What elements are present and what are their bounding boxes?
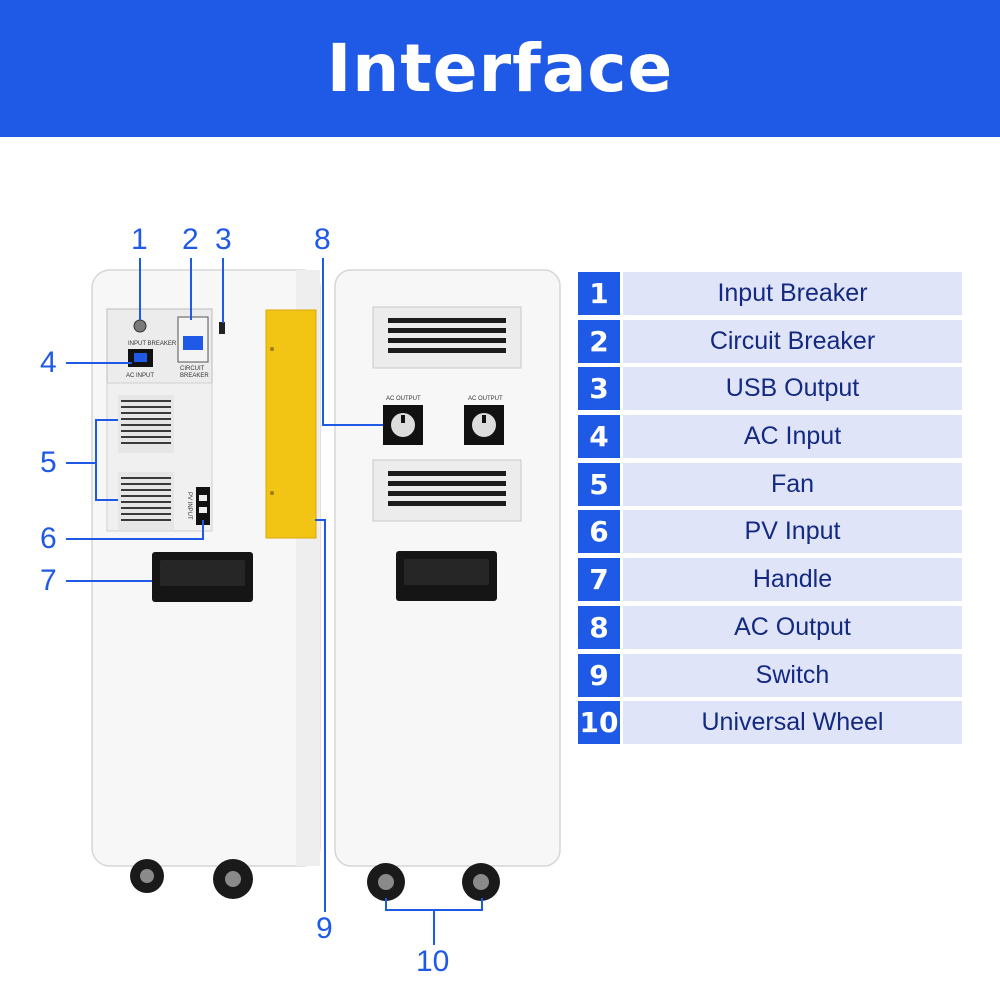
callout-2: 2 (182, 223, 199, 256)
callout-7: 7 (40, 564, 57, 597)
legend-label: AC Input (623, 415, 962, 459)
fan-grille-bottom-icon (118, 472, 174, 530)
pv-input-port-icon[interactable] (196, 487, 210, 525)
legend-number: 6 (578, 510, 620, 554)
legend-number: 7 (578, 558, 620, 602)
legend-number: 9 (578, 653, 620, 697)
callout-8: 8 (314, 223, 331, 256)
callout-4: 4 (40, 346, 57, 379)
legend-label: Input Breaker (623, 272, 962, 315)
legend-label: Handle (623, 558, 962, 602)
input-breaker-knob-icon[interactable] (133, 319, 147, 333)
legend-label: Circuit Breaker (623, 319, 962, 363)
bottom-vent (372, 459, 522, 522)
legend-label: AC Output (623, 605, 962, 649)
right-unit: AC OUTPUT AC OUTPUT (334, 269, 561, 901)
legend-number: 1 (578, 272, 620, 315)
right-wheel-2-icon (462, 863, 500, 901)
legend-row: 5 Fan (578, 462, 962, 506)
legend-row: 1 Input Breaker (578, 272, 962, 315)
legend-row: 10 Universal Wheel (578, 701, 962, 745)
legend-row: 9 Switch (578, 653, 962, 697)
legend-row: 2 Circuit Breaker (578, 319, 962, 363)
legend-label: Universal Wheel (623, 701, 962, 745)
legend-label: PV Input (623, 510, 962, 554)
ac-output-right-socket-icon[interactable] (464, 405, 504, 445)
callout-1: 1 (131, 223, 148, 256)
legend-label: USB Output (623, 367, 962, 411)
legend-number: 8 (578, 605, 620, 649)
legend-table: 1 Input Breaker 2 Circuit Breaker 3 USB … (578, 272, 962, 749)
legend-number: 2 (578, 319, 620, 363)
ac-output-left-text: AC OUTPUT (386, 396, 421, 402)
legend-number: 5 (578, 462, 620, 506)
legend-number: 4 (578, 415, 620, 459)
callout-6: 6 (40, 522, 57, 555)
ac-output-right-text: AC OUTPUT (468, 396, 503, 402)
usb-port-icon[interactable] (219, 322, 225, 334)
yellow-side-panel (265, 309, 317, 539)
left-unit: INPUT BREAKER AC INPUT CIRCUIT BREAKER (91, 269, 321, 899)
legend-label: Fan (623, 462, 962, 506)
legend-number: 10 (578, 701, 620, 745)
callout-5: 5 (40, 446, 57, 479)
page-title: Interface (326, 30, 674, 107)
circuit-breaker-text-2: BREAKER (180, 373, 209, 379)
legend-number: 3 (578, 367, 620, 411)
legend-row: 6 PV Input (578, 510, 962, 554)
circuit-breaker-text-1: CIRCUIT (180, 366, 205, 372)
ac-input-text: AC INPUT (126, 373, 154, 379)
top-vent (372, 306, 522, 369)
ac-output-left-socket-icon[interactable] (383, 405, 423, 445)
pv-input-text: PV INPUT (186, 492, 192, 520)
legend-row: 4 AC Input (578, 415, 962, 459)
left-wheel-1-icon (130, 859, 164, 893)
legend-label: Switch (623, 653, 962, 697)
legend-row: 3 USB Output (578, 367, 962, 411)
callout-lines (66, 258, 483, 945)
left-wheel-2-icon (213, 859, 253, 899)
callout-10: 10 (416, 945, 450, 978)
fan-grille-top-icon (118, 395, 174, 453)
legend-row: 8 AC Output (578, 605, 962, 649)
legend-row: 7 Handle (578, 558, 962, 602)
header-banner: Interface (0, 0, 1000, 137)
right-wheel-1-icon (367, 863, 405, 901)
callout-3: 3 (215, 223, 232, 256)
input-breaker-text: INPUT BREAKER (128, 341, 177, 347)
callout-9: 9 (316, 912, 333, 945)
